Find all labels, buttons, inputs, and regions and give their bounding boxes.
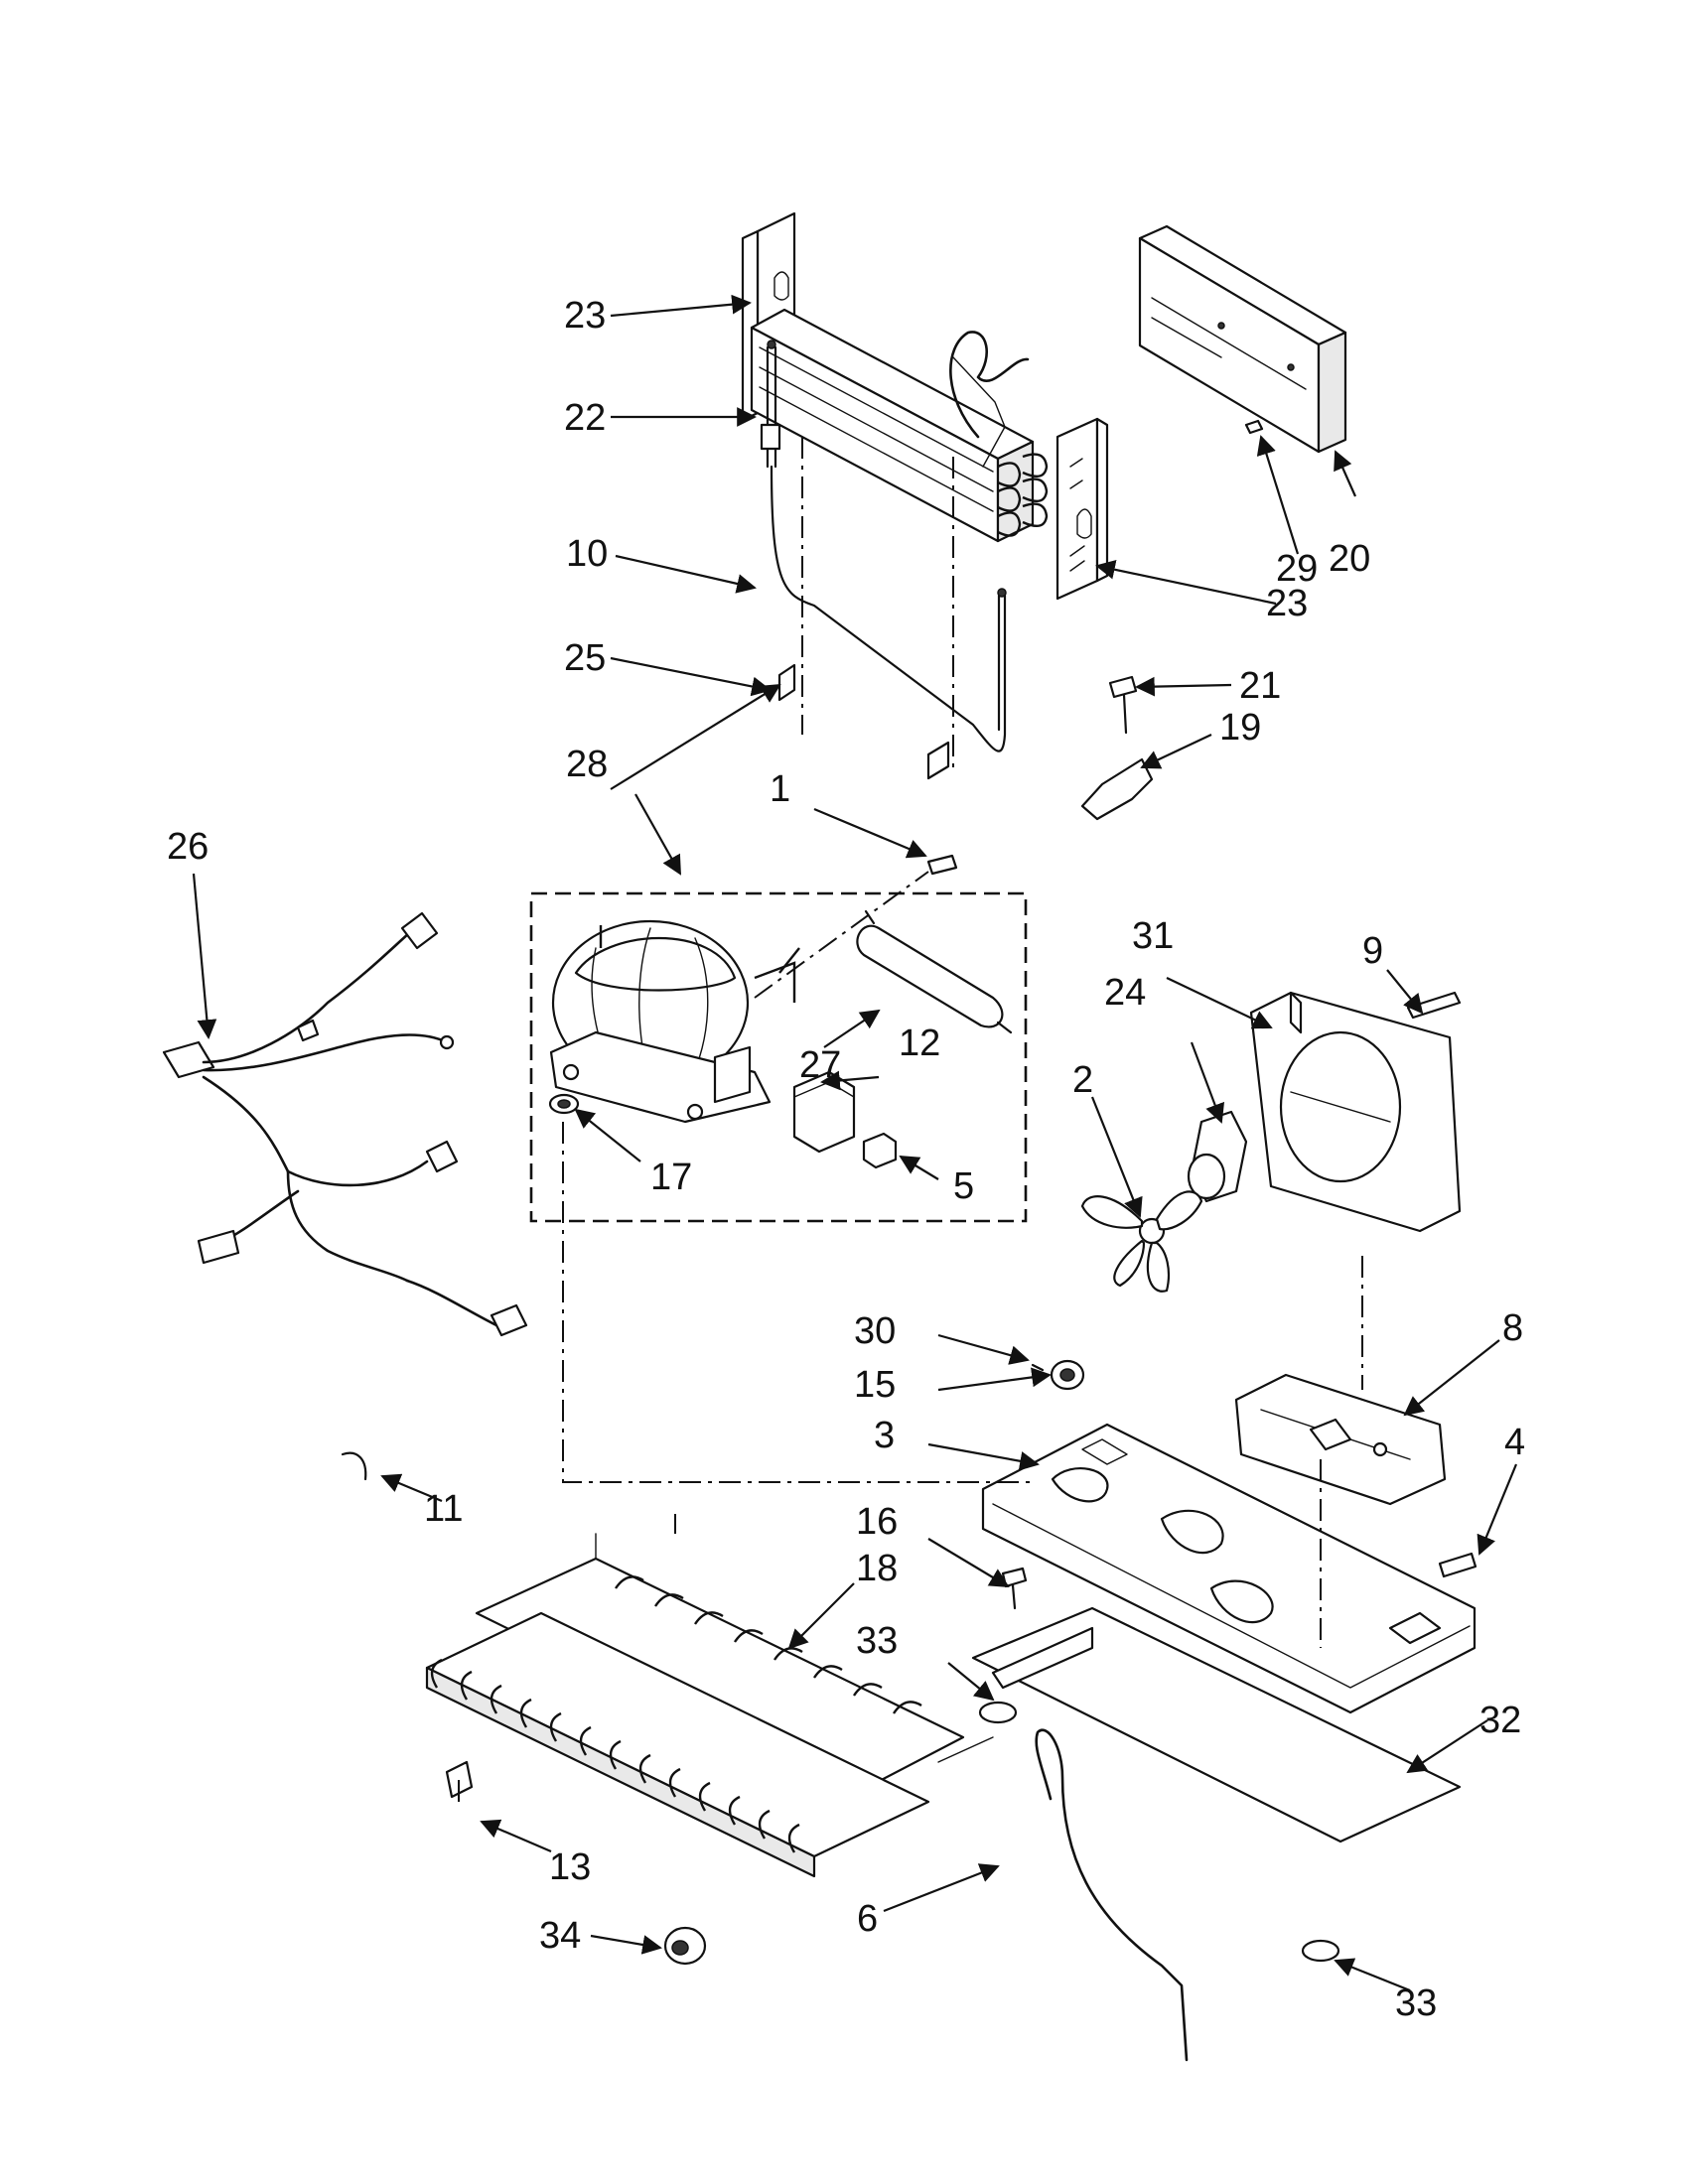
- callout-2: 2: [1072, 1059, 1093, 1101]
- wire-harness: [162, 911, 528, 1337]
- callout-13: 13: [549, 1846, 591, 1888]
- callout-9: 9: [1362, 930, 1383, 972]
- screw-1: [926, 854, 958, 876]
- grommet-17: [548, 1093, 580, 1115]
- compressor: [549, 919, 800, 1124]
- callout-15: 15: [854, 1364, 896, 1406]
- callout-26: 26: [167, 826, 209, 868]
- callout-33-left: 33: [856, 1620, 898, 1662]
- fan-shroud: [1249, 991, 1462, 1233]
- condenser-coil-loops: [430, 1575, 922, 1853]
- fan-bracket-8: [1234, 1373, 1447, 1506]
- callout-20: 20: [1329, 538, 1370, 580]
- tube-30: [1031, 1363, 1045, 1372]
- foot-33-right: [1301, 1939, 1340, 1963]
- callout-21: 21: [1239, 665, 1281, 707]
- callout-11: 11: [424, 1488, 463, 1530]
- callout-4: 4: [1504, 1422, 1525, 1463]
- callout-18: 18: [856, 1548, 898, 1589]
- clip-11: [341, 1451, 367, 1481]
- callout-12: 12: [899, 1023, 940, 1064]
- condenser-coil: [425, 1533, 994, 1878]
- air-duct-channel: [1138, 224, 1347, 454]
- compressor-kit-box: [529, 891, 1028, 1223]
- overload-cap: [862, 1132, 898, 1169]
- fan-motor: [1187, 1110, 1248, 1203]
- grommet-34: [663, 1926, 707, 1966]
- callout-leaders: [192, 294, 1518, 1992]
- screw-21: [1108, 675, 1138, 735]
- callout-33-right: 33: [1395, 1982, 1437, 2024]
- evaporator-return-bends: [997, 453, 1049, 537]
- callout-25: 25: [564, 637, 606, 679]
- callout-29: 29: [1276, 548, 1318, 590]
- clip-13: [445, 1760, 474, 1799]
- callout-labels: 23 22 10 25 28 1 20 29 23 21 19 26 27 12…: [167, 295, 1525, 2024]
- callout-5: 5: [953, 1165, 974, 1207]
- callout-24: 24: [1104, 972, 1146, 1014]
- drain-pan-32: [971, 1606, 1462, 1843]
- clip-19: [1080, 757, 1154, 821]
- callout-16: 16: [856, 1501, 898, 1543]
- callout-10: 10: [566, 533, 608, 575]
- base-pan: [981, 1423, 1477, 1714]
- callout-6: 6: [857, 1898, 878, 1940]
- fan-blade: [1080, 1190, 1203, 1293]
- callout-31: 31: [1132, 915, 1174, 957]
- callout-1: 1: [770, 768, 790, 810]
- callout-27: 27: [799, 1044, 841, 1086]
- screw-29: [1244, 419, 1264, 435]
- callout-32: 32: [1479, 1700, 1521, 1741]
- filter-drier: [856, 909, 1013, 1034]
- evaporator-coil: [750, 308, 1049, 543]
- screw-4: [1438, 1552, 1477, 1578]
- grommet-15: [1050, 1359, 1085, 1391]
- callout-23-top: 23: [564, 295, 606, 337]
- callout-30: 30: [854, 1310, 896, 1352]
- callout-19: 19: [1219, 707, 1261, 749]
- callout-3: 3: [874, 1415, 895, 1456]
- callout-22: 22: [564, 397, 606, 439]
- callout-23-right: 23: [1266, 583, 1308, 624]
- callout-34: 34: [539, 1915, 581, 1957]
- defrost-heater-25: [760, 340, 1007, 780]
- foot-33-left: [978, 1701, 1018, 1724]
- alignment-lines: [458, 437, 1363, 1807]
- callout-17: 17: [650, 1157, 692, 1198]
- callout-28: 28: [566, 744, 608, 785]
- drain-tube-6: [1035, 1728, 1189, 2062]
- evaporator-bracket-right: [1055, 417, 1109, 601]
- callout-8: 8: [1502, 1307, 1523, 1349]
- screw-16: [1001, 1567, 1028, 1610]
